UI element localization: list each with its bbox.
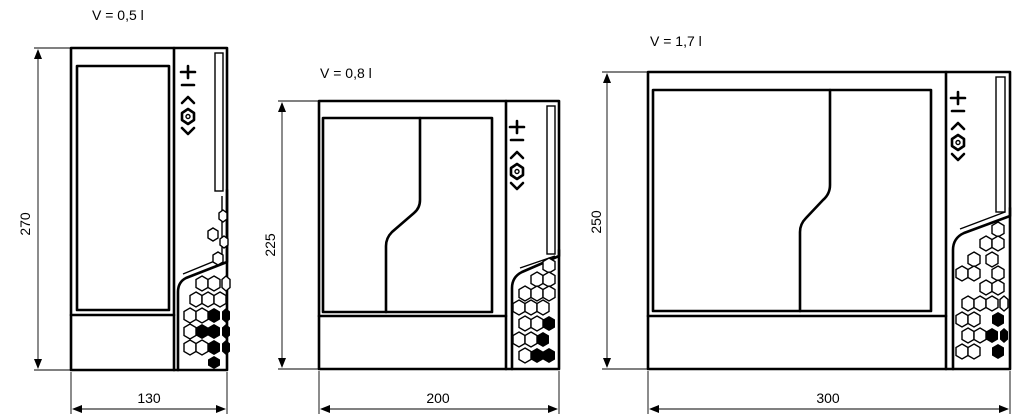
appliance-outline-large — [646, 70, 1012, 371]
volume-label-small: V = 0,5 l — [92, 7, 144, 23]
plus-icon[interactable] — [179, 64, 197, 80]
control-icons-small — [179, 64, 197, 136]
chevron-down-icon[interactable] — [950, 152, 966, 162]
chevron-up-icon[interactable] — [950, 121, 966, 131]
volume-label-large: V = 1,7 l — [650, 33, 702, 49]
chevron-down-icon[interactable] — [509, 181, 525, 191]
plus-icon[interactable] — [949, 90, 967, 106]
window-small — [75, 64, 171, 312]
hexagon-icon[interactable] — [950, 133, 966, 152]
plus-icon[interactable] — [508, 119, 526, 135]
height-label-large: 250 — [588, 210, 604, 234]
width-label-small: 130 — [137, 390, 161, 406]
appliance-large: V = 1,7 l — [588, 33, 1012, 414]
chevron-up-icon[interactable] — [509, 150, 525, 160]
volume-label-medium: V = 0,8 l — [320, 65, 372, 81]
window-medium — [321, 116, 494, 314]
window-large — [651, 88, 933, 313]
hexagon-icon[interactable] — [509, 162, 525, 181]
appliance-outline-medium — [317, 99, 561, 371]
control-icons-large — [949, 90, 967, 162]
appliance-small: V = 0,5 l — [17, 7, 231, 414]
display-slot-small — [214, 52, 224, 192]
width-label-large: 300 — [816, 390, 840, 406]
display-slot-large — [995, 76, 1006, 213]
hex-pattern-large — [955, 221, 1009, 360]
height-label-medium: 225 — [262, 233, 278, 257]
chevron-down-icon[interactable] — [180, 126, 196, 136]
appliance-medium: V = 0,8 l — [262, 65, 561, 414]
width-label-medium: 200 — [426, 390, 450, 406]
control-icons-medium — [508, 119, 526, 191]
height-label-small: 270 — [17, 212, 33, 236]
hexagon-icon[interactable] — [180, 107, 196, 126]
display-slot-medium — [546, 105, 556, 255]
chevron-up-icon[interactable] — [180, 95, 196, 105]
hex-pattern-small — [183, 209, 231, 369]
hex-pattern-medium — [512, 257, 556, 364]
